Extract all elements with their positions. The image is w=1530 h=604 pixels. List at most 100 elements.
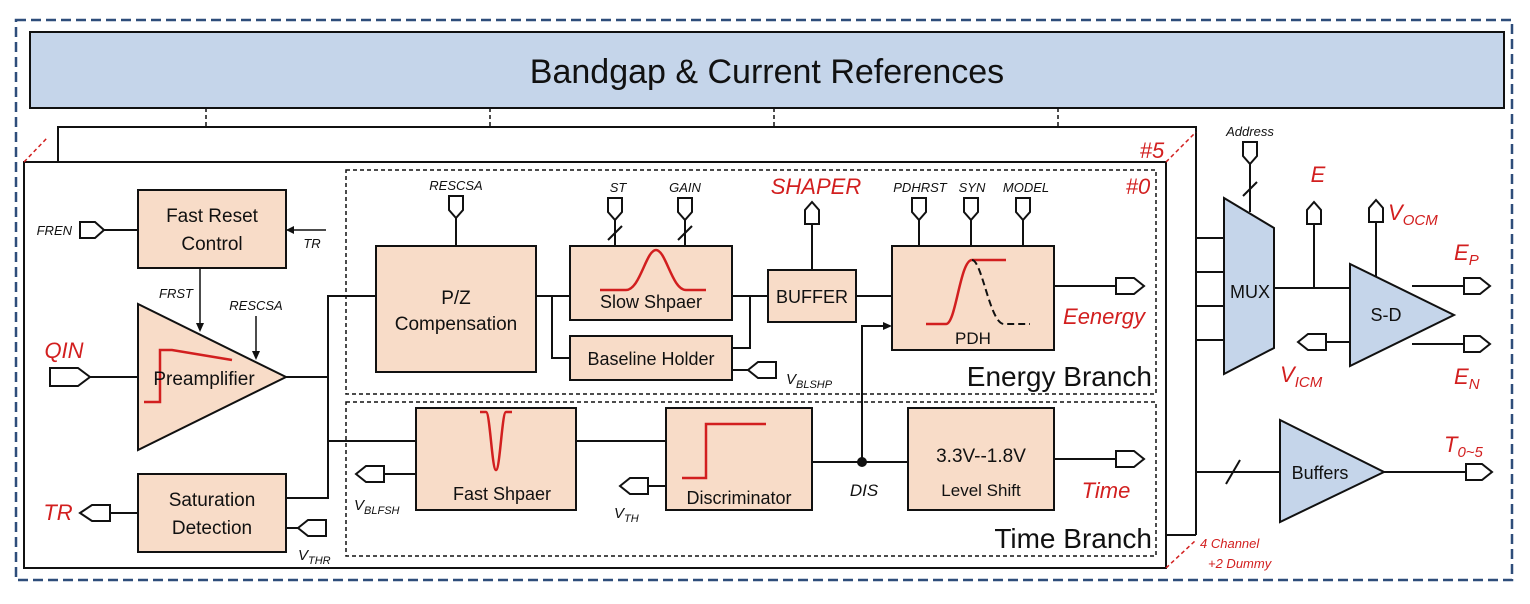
energy-branch-label: Energy Branch xyxy=(967,361,1152,392)
pdh-waveform-dashed xyxy=(971,259,1030,325)
address-pin xyxy=(1242,141,1258,166)
saturation-detection-block xyxy=(137,473,287,553)
shaper-out-pin xyxy=(804,200,820,225)
preamplifier-label: Preamplifier xyxy=(153,369,255,390)
frst-arrowhead xyxy=(196,323,204,332)
time-branch-frame xyxy=(345,401,1157,557)
saturation-label-1: Saturation xyxy=(169,490,256,511)
vblshp-label: VBLSHP xyxy=(786,371,833,391)
buffers-block xyxy=(1279,418,1387,524)
vicm-pin xyxy=(1296,333,1327,351)
gain-bus-slash xyxy=(677,225,693,241)
pz-compensation-block xyxy=(375,245,537,373)
vblshp-pin xyxy=(746,361,777,379)
vthr-label: VTHR xyxy=(298,547,331,567)
fast-reset-label-2: Control xyxy=(181,234,242,255)
e-label: E xyxy=(1311,162,1326,187)
dis-to-pdh-wire xyxy=(861,325,888,462)
header-title: Bandgap & Current References xyxy=(530,53,1004,91)
address-label: Address xyxy=(1225,124,1274,139)
qin-pin xyxy=(49,367,92,387)
vocm-pin xyxy=(1368,198,1384,223)
channel-count-line1: 4 Channel xyxy=(1200,536,1260,551)
ep-label: EP xyxy=(1454,240,1479,269)
bandgap-header-box xyxy=(29,31,1505,109)
baseline-feedback-wire xyxy=(732,296,751,349)
pdh-waveform-red xyxy=(926,258,1006,326)
discriminator-label: Discriminator xyxy=(686,488,791,508)
vicm-label: VICM xyxy=(1280,362,1323,391)
stack-marker-right xyxy=(1165,131,1197,163)
level-shift-label-2: Level Shift xyxy=(941,481,1021,500)
gain-label: GAIN xyxy=(669,180,701,195)
gain-pin xyxy=(677,197,693,222)
outer-frame xyxy=(14,18,1514,582)
tr-in-label: TR xyxy=(303,236,320,251)
st-label: ST xyxy=(610,180,628,195)
st-pin xyxy=(607,197,623,222)
buffers-label: Buffers xyxy=(1292,463,1349,483)
preamp-waveform xyxy=(144,348,233,404)
ep-pin xyxy=(1463,277,1492,295)
en-pin xyxy=(1463,335,1492,353)
syn-pin xyxy=(963,197,979,222)
channel-stack-back xyxy=(57,126,1197,535)
saturation-label-2: Detection xyxy=(172,518,252,539)
pdhrst-label: PDHRST xyxy=(893,180,948,195)
fast-reset-control-block xyxy=(137,189,287,269)
energy-branch-frame xyxy=(345,169,1157,395)
t05-label: T0~5 xyxy=(1444,432,1484,461)
t05-pin xyxy=(1465,463,1494,481)
sd-amplifier-block xyxy=(1349,262,1457,368)
slow-shaper-block xyxy=(569,245,733,321)
fast-reset-label-1: Fast Reset xyxy=(166,206,259,227)
vthr-pin xyxy=(296,519,327,537)
model-pin xyxy=(1015,197,1031,222)
e-pin xyxy=(1306,200,1322,225)
time-pin xyxy=(1115,450,1146,468)
rescsa-pz-pin xyxy=(448,195,464,220)
fast-shaper-block xyxy=(415,407,577,511)
frst-label: FRST xyxy=(159,286,194,301)
level-shift-label-1: 3.3V--1.8V xyxy=(936,446,1026,467)
st-bus-slash xyxy=(607,225,623,241)
vblfsh-label: VBLFSH xyxy=(354,497,400,517)
en-label: EN xyxy=(1454,364,1480,393)
channel-index-first: #0 xyxy=(1126,174,1151,199)
eenergy-pin xyxy=(1115,277,1146,295)
pdhrst-pin xyxy=(911,197,927,222)
channel-count-line2: +2 Dummy xyxy=(1208,556,1273,571)
pdh-block xyxy=(891,245,1055,351)
vth-label: VTH xyxy=(614,505,639,525)
baseline-holder-block xyxy=(569,335,733,381)
slow-shaper-waveform xyxy=(600,248,706,292)
tr-out-label: TR xyxy=(43,500,72,525)
fast-shaper-waveform xyxy=(480,410,512,472)
eenergy-label: Eenergy xyxy=(1063,304,1147,329)
channel-index-last: #5 xyxy=(1140,138,1165,163)
buffer-label: BUFFER xyxy=(776,287,848,307)
dis-label: DIS xyxy=(850,481,879,500)
preamp-to-pz-wire xyxy=(286,295,376,499)
mux-label: MUX xyxy=(1230,282,1270,302)
rescsa-pz-label: RESCSA xyxy=(429,178,482,193)
fren-label: FREN xyxy=(37,223,73,238)
vocm-label: VOCM xyxy=(1388,200,1438,229)
time-label: Time xyxy=(1082,478,1131,503)
fast-shaper-label: Fast Shpaer xyxy=(453,484,551,504)
rescsa-pre-label: RESCSA xyxy=(229,298,282,313)
mux-block xyxy=(1223,196,1275,376)
sd-label: S-D xyxy=(1371,305,1402,325)
qin-label: QIN xyxy=(44,338,83,363)
stack-marker-left xyxy=(23,136,49,163)
rescsa-pre-arrowhead xyxy=(252,351,260,360)
pdh-label: PDH xyxy=(955,329,991,348)
shaper-label: SHAPER xyxy=(771,174,862,199)
stack-marker-bottom xyxy=(1165,539,1197,569)
syn-label: SYN xyxy=(959,180,986,195)
address-bus-slash xyxy=(1242,181,1258,197)
baseline-holder-label: Baseline Holder xyxy=(587,349,714,369)
time-bus-slash xyxy=(1225,459,1241,485)
model-label: MODEL xyxy=(1003,180,1049,195)
